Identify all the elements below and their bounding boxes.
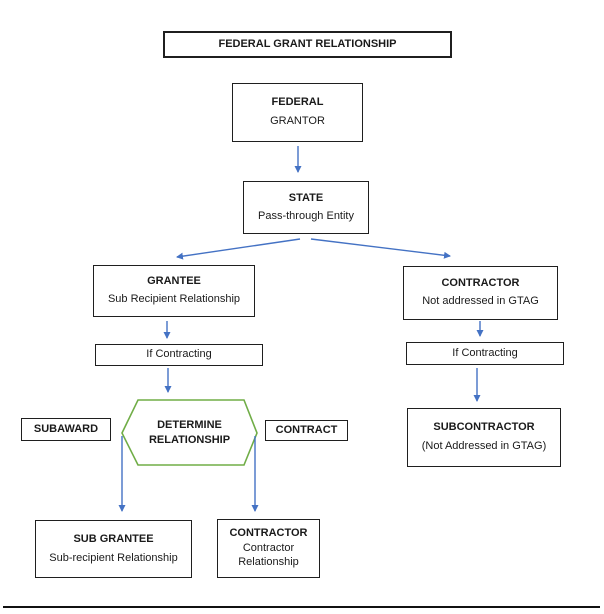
contractor-node: CONTRACTOR Not addressed in GTAG [403, 266, 558, 320]
subcontractor-node: SUBCONTRACTOR (Not Addressed in GTAG) [407, 408, 561, 467]
grantee-node: GRANTEE Sub Recipient Relationship [93, 265, 255, 317]
node-label: CONTRACT [275, 423, 338, 436]
node-subtitle: GRANTOR [270, 115, 325, 128]
node-subtitle: (Not Addressed in GTAG) [421, 440, 547, 453]
node-title: CONTRACTOR [441, 276, 520, 289]
sub-grantee-node: SUB GRANTEE Sub-recipient Relationship [35, 520, 192, 578]
diagram-title: FEDERAL GRANT RELATIONSHIP [218, 37, 397, 50]
node-subtitle: Sub-recipient Relationship [49, 551, 178, 564]
node-label: SUBAWARD [33, 422, 99, 435]
node-title: GRANTEE [147, 275, 201, 288]
node-subtitle: Sub Recipient Relationship [107, 293, 241, 306]
hexagon-line2: RELATIONSHIP [148, 433, 231, 446]
determine-relationship-hexagon [121, 399, 258, 466]
node-label: If Contracting [146, 348, 212, 361]
node-subtitle: Contractor Relationship [238, 542, 299, 568]
hexagon-line1: DETERMINE [157, 418, 222, 431]
node-subtitle: Not addressed in GTAG [422, 295, 539, 308]
arrow-state-to-contractor [310, 238, 451, 259]
node-title: CONTRACTOR [229, 527, 308, 540]
arrow-state-to-grantee [176, 238, 301, 260]
node-title: STATE [288, 191, 324, 204]
title-node: FEDERAL GRANT RELATIONSHIP [163, 31, 452, 58]
node-title: SUB GRANTEE [73, 532, 154, 545]
federal-grantor-node: FEDERAL GRANTOR [232, 83, 363, 142]
state-node: STATE Pass-through Entity [243, 181, 369, 234]
contract-node: CONTRACT [265, 420, 348, 441]
page-bottom-rule [3, 606, 600, 608]
subaward-node: SUBAWARD [21, 418, 111, 441]
node-label: If Contracting [452, 346, 518, 359]
node-title: FEDERAL [271, 95, 324, 108]
node-title: SUBCONTRACTOR [433, 420, 535, 433]
contractor-relationship-node: CONTRACTOR Contractor Relationship [217, 519, 320, 578]
node-subtitle: Pass-through Entity [258, 209, 354, 222]
if-contracting-right-node: If Contracting [406, 342, 564, 365]
determine-relationship-label: DETERMINE RELATIONSHIP [122, 400, 257, 465]
if-contracting-left-node: If Contracting [95, 344, 263, 366]
